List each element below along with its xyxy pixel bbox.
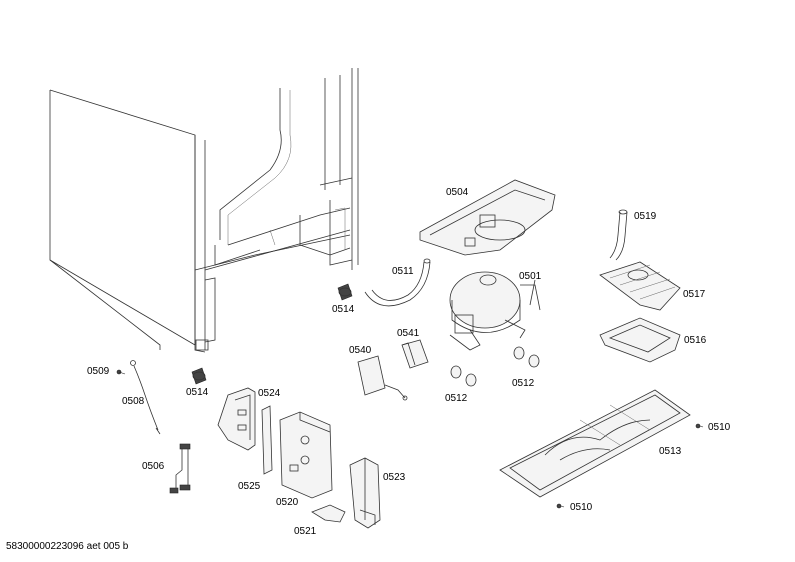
label-0509: 0509 xyxy=(87,366,110,377)
part-0510-screw-a xyxy=(695,423,704,429)
part-0512-feet-left xyxy=(450,365,477,387)
part-0510-screw-b xyxy=(556,503,565,509)
label-0513: 0513 xyxy=(659,446,682,457)
label-0520: 0520 xyxy=(276,497,299,508)
part-0521-clip xyxy=(311,504,346,523)
part-0516-tray xyxy=(599,317,681,363)
diagram-code: 58300000223096 aet 005 b xyxy=(6,541,129,552)
part-0514-grommet-b xyxy=(191,367,207,385)
label-0506: 0506 xyxy=(142,461,165,472)
label-0541: 0541 xyxy=(397,328,420,339)
part-0508-cable xyxy=(130,360,161,435)
label-0516: 0516 xyxy=(684,335,707,346)
part-0509-screw xyxy=(116,369,126,375)
part-0519-hose xyxy=(609,209,628,261)
part-0525-strip xyxy=(261,405,273,475)
label-0514-a: 0514 xyxy=(332,304,355,315)
label-0517: 0517 xyxy=(683,289,706,300)
label-0514-b: 0514 xyxy=(186,387,209,398)
part-0517-cover-grid xyxy=(599,261,681,311)
label-0501: 0501 xyxy=(519,271,542,282)
label-0521: 0521 xyxy=(294,526,317,537)
label-0511: 0511 xyxy=(392,266,414,277)
part-0506-harness xyxy=(169,443,191,494)
label-0512-b: 0512 xyxy=(512,378,535,389)
label-0504: 0504 xyxy=(446,187,469,198)
label-0512-a: 0512 xyxy=(445,393,468,404)
part-0511-hose xyxy=(364,258,431,307)
label-0524: 0524 xyxy=(258,388,281,399)
part-0523-cover xyxy=(349,457,381,529)
part-0512-feet-right xyxy=(513,346,540,368)
part-0541-relay xyxy=(401,339,429,369)
label-0510-b: 0510 xyxy=(570,502,593,513)
part-0520-control-unit xyxy=(279,411,333,499)
part-0524-holder xyxy=(217,387,256,451)
part-0513-base-plate xyxy=(499,389,691,498)
label-0525: 0525 xyxy=(238,481,261,492)
label-0510-a: 0510 xyxy=(708,422,731,433)
part-0540-capacitor xyxy=(357,355,408,401)
part-0501-compressor xyxy=(449,271,541,351)
label-0523: 0523 xyxy=(383,472,406,483)
label-0519: 0519 xyxy=(634,211,657,222)
fridge-cabinet xyxy=(49,68,359,353)
label-0508: 0508 xyxy=(122,396,145,407)
label-0540: 0540 xyxy=(349,345,372,356)
part-0514-grommet-a xyxy=(337,283,353,301)
part-0504-drain-tray xyxy=(419,179,556,256)
